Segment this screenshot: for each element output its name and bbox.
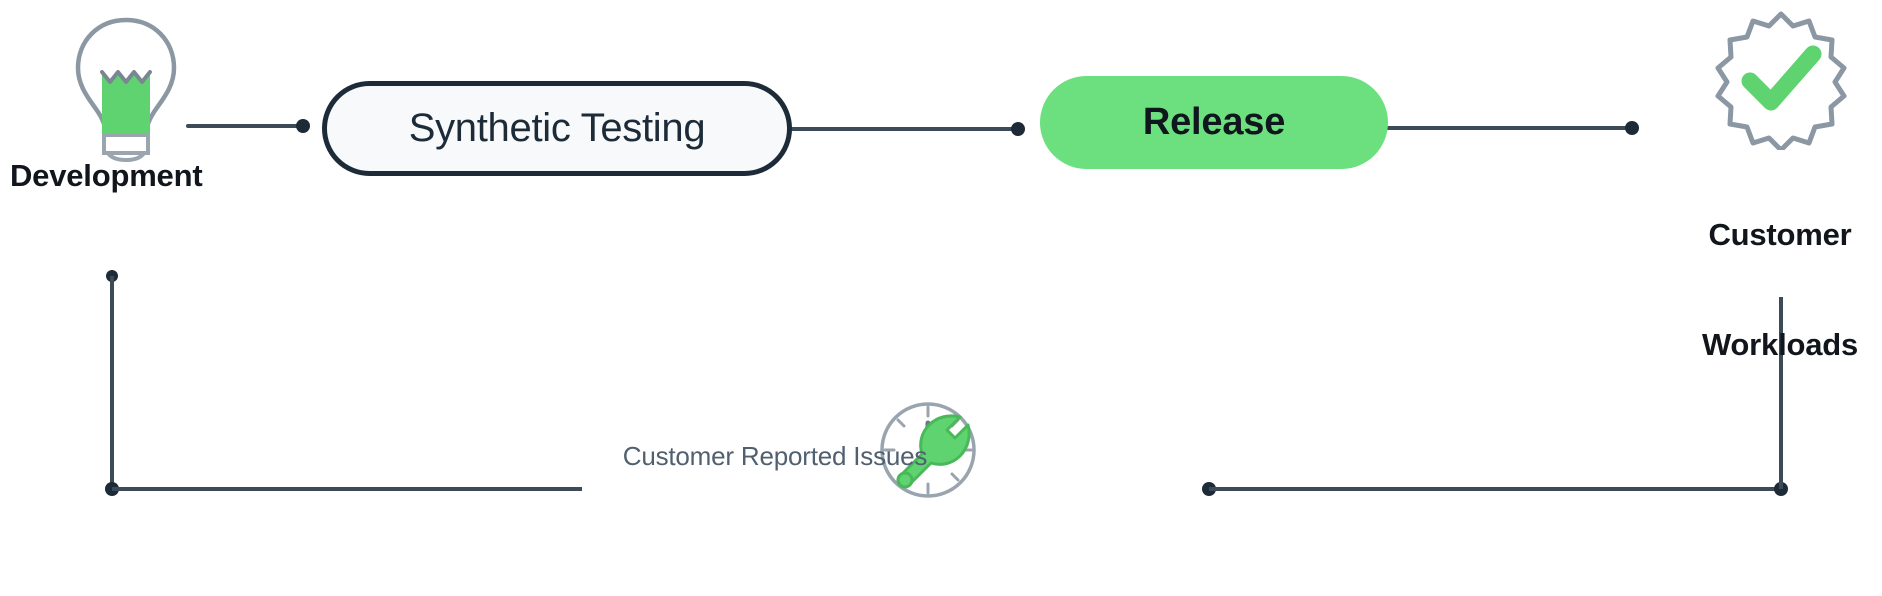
label-customer-workloads: Customer Workloads [1660,144,1882,437]
edge-development-to-synthetic-testing [186,119,310,133]
lightbulb-icon [66,12,186,162]
check-badge-icon [1710,8,1852,153]
label-customer-reported-issues: Customer Reported Issues [622,441,928,471]
label-development: Development [10,158,203,193]
edge-synthetic-testing-to-release [790,122,1025,136]
edge-development-feedback-loop [105,270,582,496]
label-customer-workloads-line2: Workloads [1701,326,1859,362]
edge-customer-workloads-feedback-loop [1202,297,1788,496]
node-release[interactable]: Release [1040,76,1388,169]
label-customer-workloads-line1: Customer [1708,217,1852,253]
node-synthetic-testing[interactable]: Synthetic Testing [322,81,792,176]
clock-wrench-icon [873,395,991,513]
edge-release-to-customer-workloads [1386,121,1639,135]
